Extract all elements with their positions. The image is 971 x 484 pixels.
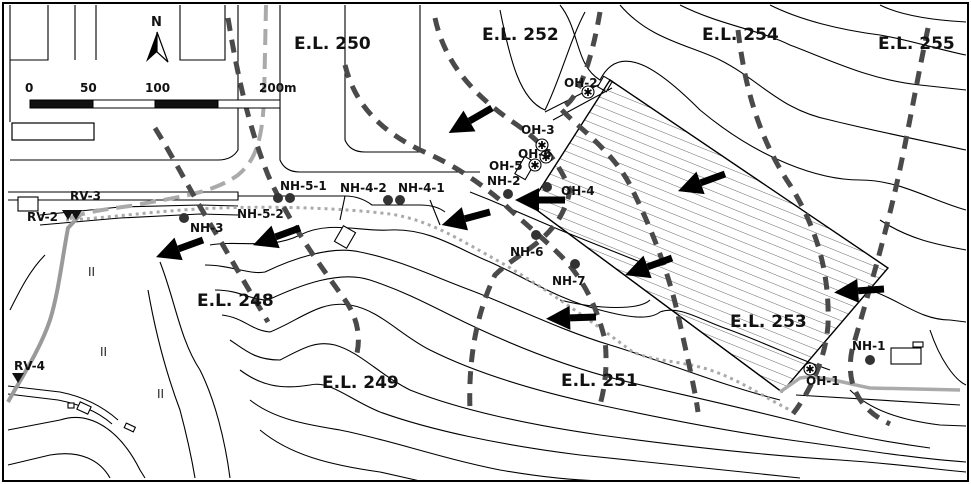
el-label-250: E.L. 250 xyxy=(294,34,371,54)
rv-points xyxy=(12,210,82,383)
well-label-oh-4: OH-4 xyxy=(561,184,595,198)
equipotential-lines xyxy=(152,11,931,427)
oh-star-icons: ✱ ✱ ✱ ✱ ✱ xyxy=(530,87,814,376)
wetland-symbols: ⅠⅠ ⅠⅠ ⅠⅠ xyxy=(88,265,164,401)
el-label-255: E.L. 255 xyxy=(878,34,955,54)
well-label-oh-3: OH-3 xyxy=(521,123,555,137)
flow-arrows xyxy=(156,104,885,330)
well-label-nh-5-1: NH-5-1 xyxy=(280,179,327,193)
north-arrow-icon: N xyxy=(146,15,169,63)
roads xyxy=(7,79,961,425)
svg-text:ⅠⅠ: ⅠⅠ xyxy=(88,265,95,279)
el-label-253: E.L. 253 xyxy=(730,312,807,332)
rv-label-4: RV-4 xyxy=(14,359,45,373)
el-label-252: E.L. 252 xyxy=(482,25,559,45)
well-label-nh-3: NH-3 xyxy=(190,221,223,235)
well-label-oh-6: OH-6 xyxy=(518,147,552,161)
well-label-oh-1: OH-1 xyxy=(806,374,840,388)
well-label-nh-4-1: NH-4-1 xyxy=(398,181,445,195)
river-east xyxy=(778,375,961,394)
well-label-nh-1: NH-1 xyxy=(852,339,885,353)
svg-text:✱: ✱ xyxy=(530,160,539,172)
well-label-nh-2: NH-2 xyxy=(487,174,520,188)
legend-box xyxy=(11,122,95,141)
elevation-labels: E.L. 250 E.L. 252 E.L. 254 E.L. 255 E.L.… xyxy=(197,25,955,393)
well-label-oh-5: OH-5 xyxy=(489,159,523,173)
scale-tick-100: 100 xyxy=(145,81,170,95)
svg-text:✱: ✱ xyxy=(805,364,814,376)
nh-well-labels: NH-1 NH-2 NH-3 NH-4-1 NH-4-2 NH-5-1 NH-5… xyxy=(190,174,885,353)
rv-label-2: RV-2 xyxy=(27,210,58,224)
well-label-oh-2: OH-2 xyxy=(564,76,598,90)
oh-wells xyxy=(528,85,817,376)
topographic-contours xyxy=(7,4,967,482)
scale-tick-50: 50 xyxy=(80,81,97,95)
river-main xyxy=(6,213,82,403)
dotted-stream xyxy=(65,205,791,412)
north-label: N xyxy=(151,15,162,30)
svg-text:✱: ✱ xyxy=(583,87,592,99)
scale-bar: 0 50 100 200m xyxy=(25,81,297,109)
well-label-nh-5-2: NH-5-2 xyxy=(237,207,284,221)
el-label-251: E.L. 251 xyxy=(561,371,638,391)
well-label-nh-4-2: NH-4-2 xyxy=(340,181,387,195)
svg-text:ⅠⅠ: ⅠⅠ xyxy=(157,387,164,401)
oh-well-labels: OH-1 OH-2 OH-3 OH-4 OH-5 OH-6 xyxy=(489,76,840,388)
svg-text:✱: ✱ xyxy=(541,152,550,164)
well-label-nh-7: NH-7 xyxy=(552,274,585,288)
river-tributary xyxy=(65,4,268,222)
svg-text:✱: ✱ xyxy=(537,140,546,152)
el-label-254: E.L. 254 xyxy=(702,25,779,45)
rv-label-3: RV-3 xyxy=(70,189,101,203)
svg-text:ⅠⅠ: ⅠⅠ xyxy=(100,345,107,359)
well-label-nh-6: NH-6 xyxy=(510,245,543,259)
scale-tick-200m: 200m xyxy=(259,81,297,95)
rv-labels: RV-2 RV-3 RV-4 xyxy=(14,189,101,373)
el-label-248: E.L. 248 xyxy=(197,291,274,311)
el-label-249: E.L. 249 xyxy=(322,373,399,393)
nh-wells xyxy=(179,182,875,365)
scale-tick-0: 0 xyxy=(25,81,33,95)
